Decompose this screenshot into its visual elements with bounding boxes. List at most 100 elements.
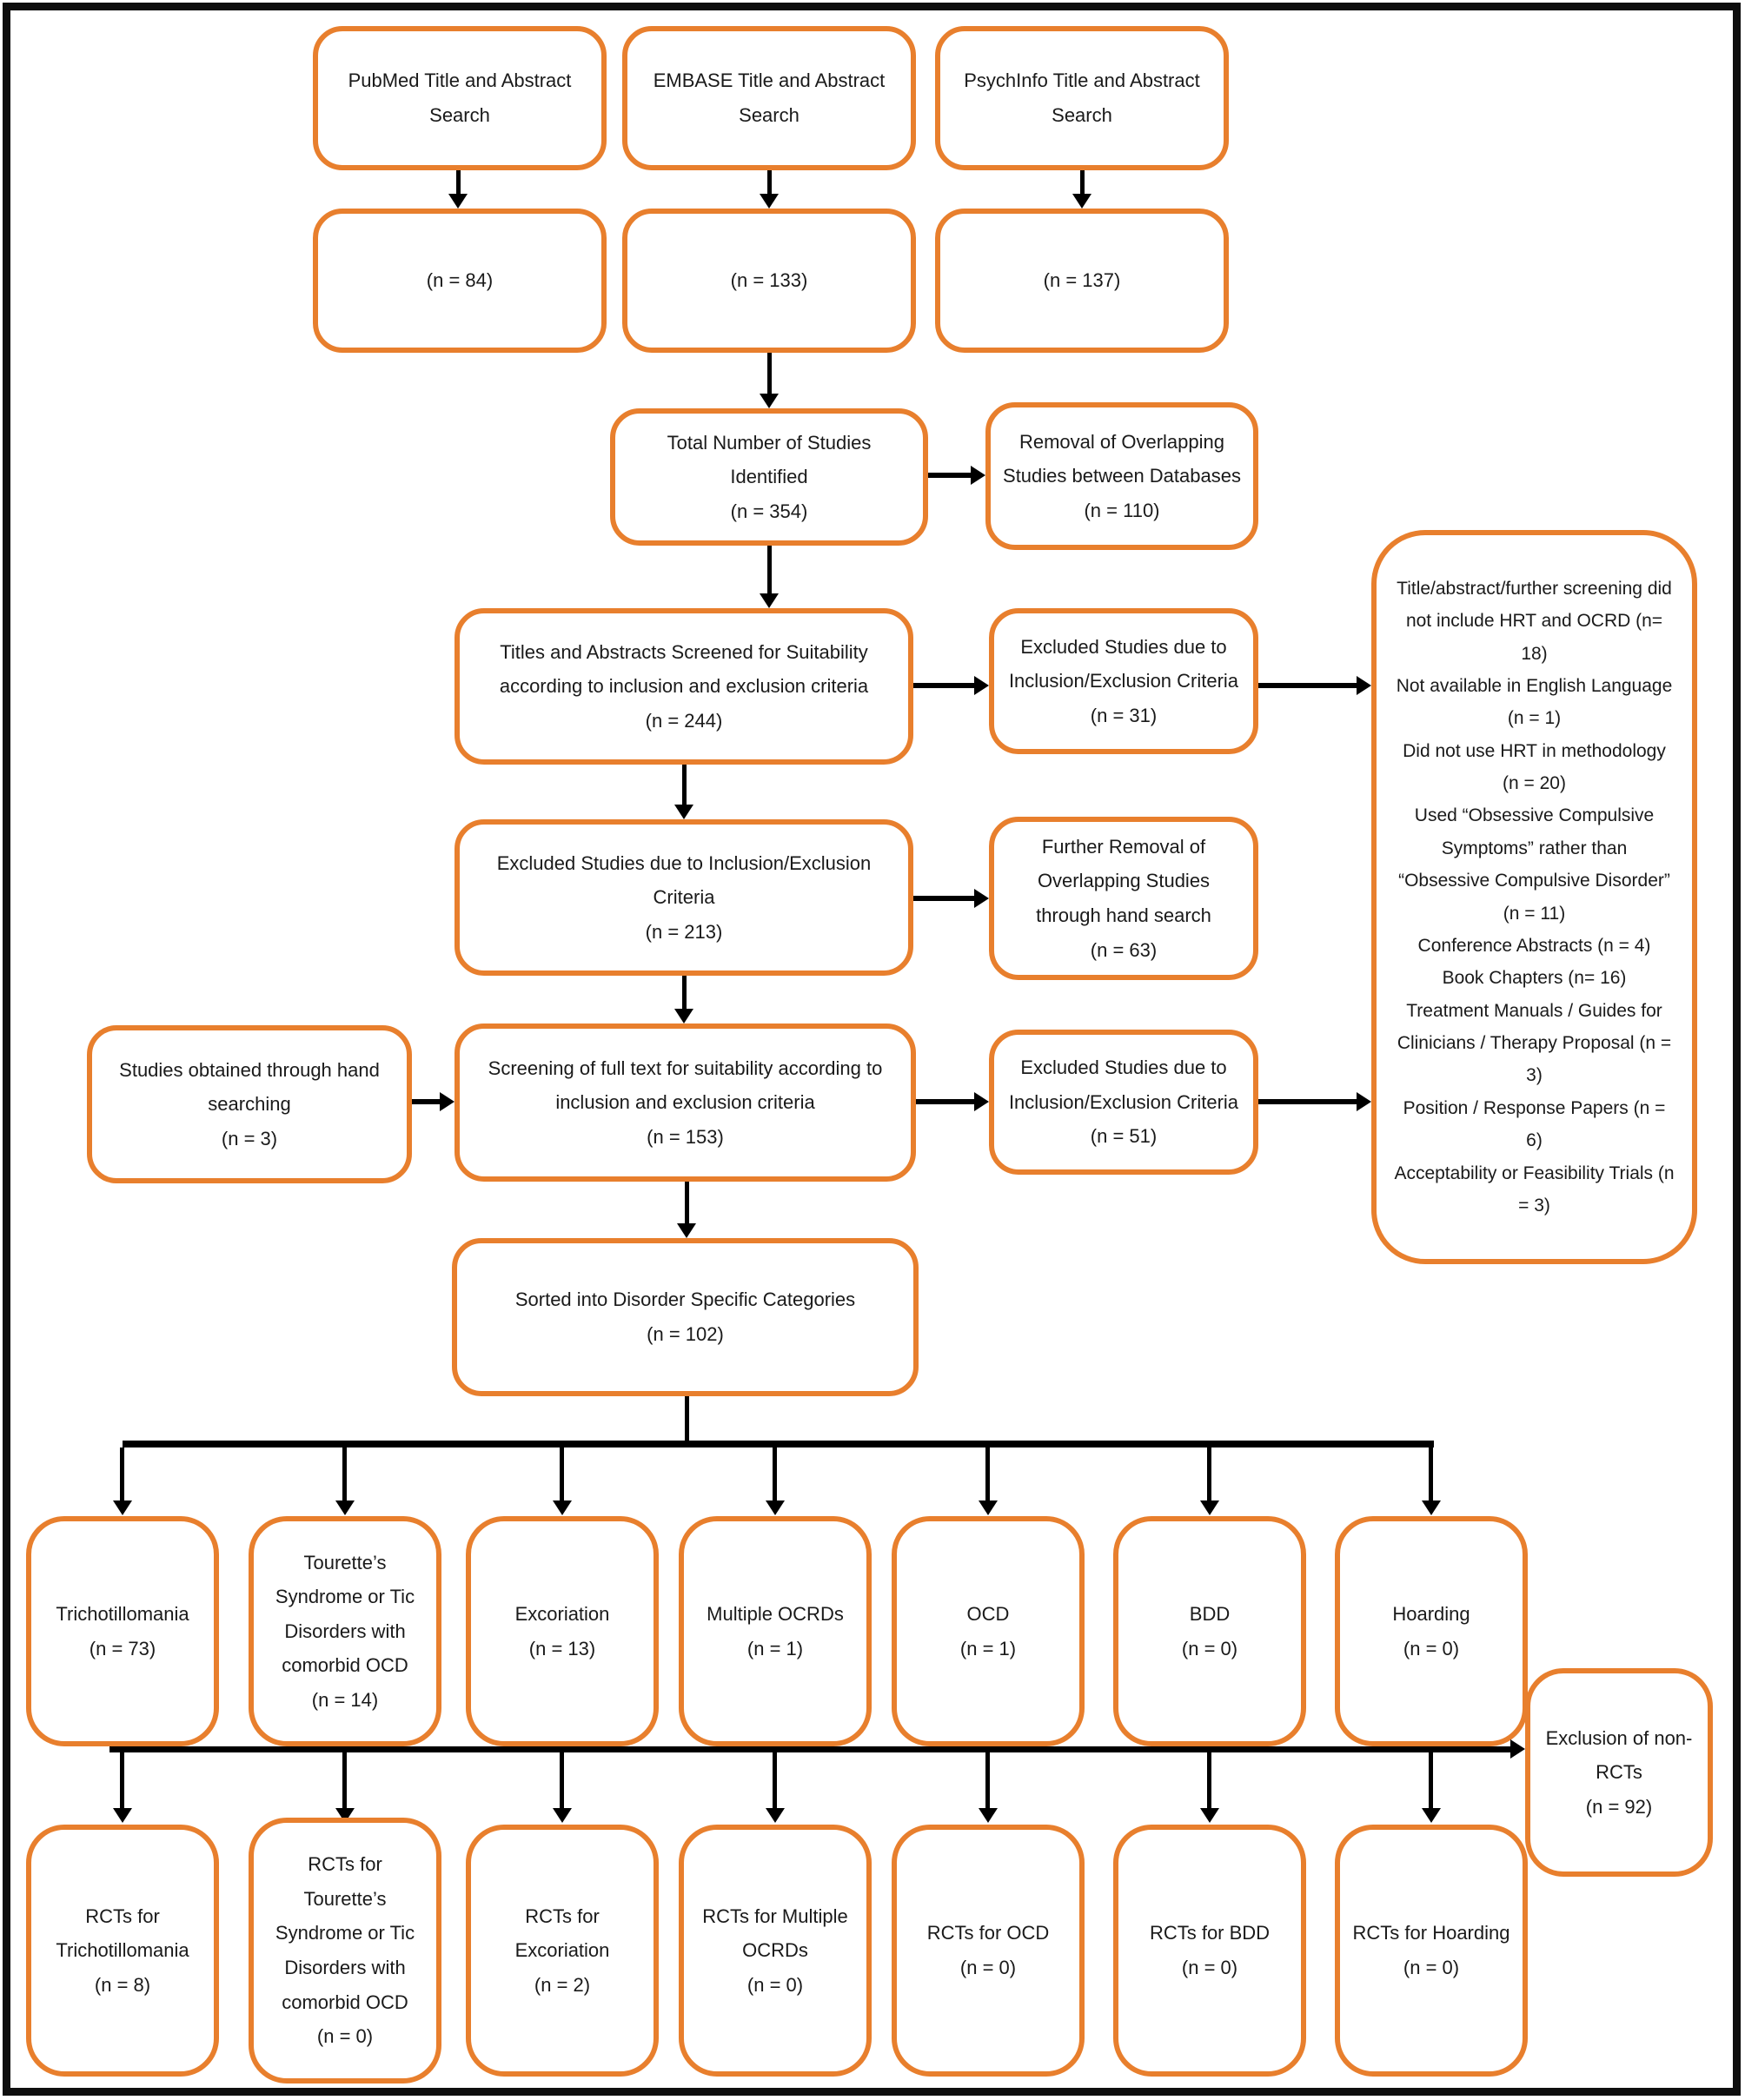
node-label: BDD: [1189, 1602, 1231, 1625]
node-count: (n = 1): [959, 1637, 1017, 1659]
node-embase-count: (n = 133): [622, 209, 916, 353]
node-label: RCTs for Multiple OCRDs: [702, 1905, 848, 1962]
node-category-bdd: BDD (n = 0): [1113, 1516, 1306, 1746]
node-label: Removal of Overlapping Studies between D…: [1003, 430, 1241, 487]
connector-sorted-stub: [685, 1396, 689, 1444]
arrowhead-right-icon: [971, 466, 985, 485]
node-count: (n = 92): [1585, 1795, 1653, 1818]
arrowhead-down-icon: [979, 1500, 998, 1515]
arrow-total-to-title-screen: [767, 546, 772, 594]
arrow-to-rct-ocd: [985, 1752, 990, 1809]
arrowhead-down-icon: [677, 1223, 696, 1238]
node-label: Excluded Studies due to Inclusion/Exclus…: [496, 851, 872, 909]
node-label: Total Number of Studies Identified: [667, 431, 872, 488]
node-count: (n = 153): [647, 1125, 724, 1148]
node-count: (n = 0): [1403, 1637, 1460, 1659]
exclusion-reason: Acceptability or Feasibility Trials (n =…: [1394, 1163, 1675, 1216]
node-count: (n = 2): [534, 1973, 591, 1996]
arrow-to-multiple-ocrds: [773, 1447, 777, 1501]
node-count: (n = 0): [316, 2025, 374, 2048]
arrow-to-hoarding: [1429, 1447, 1433, 1501]
connector-rcts-hline: [109, 1746, 1511, 1752]
arrow-to-rct-multiple-ocrds: [773, 1752, 777, 1809]
node-rct-ocd: RCTs for OCD (n = 0): [892, 1825, 1085, 2077]
arrowhead-down-icon: [553, 1808, 572, 1823]
arrow-total-to-overlap-removal: [928, 473, 972, 478]
node-label: (n = 133): [730, 269, 808, 292]
node-label: Further Removal of Overlapping Studies t…: [1036, 835, 1211, 926]
arrow-to-excoriation: [560, 1447, 564, 1501]
arrowhead-down-icon: [674, 1009, 693, 1024]
arrow-to-bdd: [1207, 1447, 1211, 1501]
exclusion-reason: Treatment Manuals / Guides for Clinician…: [1397, 1000, 1672, 1086]
arrowhead-down-icon: [760, 194, 779, 209]
arrow-embase-to-count: [767, 170, 772, 195]
node-count: (n = 0): [959, 1957, 1017, 1978]
node-category-excoriation: Excoriation (n = 13): [466, 1516, 659, 1746]
exclusion-reason: Book Chapters (n= 16): [1442, 968, 1627, 989]
arrowhead-down-icon: [1072, 194, 1091, 209]
arrow-to-rct-hoarding: [1429, 1752, 1433, 1809]
node-category-hoarding: Hoarding (n = 0): [1335, 1516, 1528, 1746]
arrow-excluded31-to-reasons: [1258, 683, 1357, 688]
node-category-trichotillomania: Trichotillomania (n = 73): [26, 1516, 219, 1746]
node-category-tourettes: Tourette’s Syndrome or Tic Disorders wit…: [249, 1516, 441, 1746]
arrow-to-rct-tourettes: [342, 1752, 347, 1809]
arrowhead-down-icon: [1200, 1808, 1219, 1823]
node-psychinfo-search: PsychInfo Title and Abstract Search: [935, 26, 1229, 170]
exclusion-reason: Title/abstract/further screening did not…: [1397, 578, 1672, 664]
arrow-psychinfo-to-count: [1080, 170, 1085, 195]
arrowhead-down-icon: [1200, 1500, 1219, 1515]
arrowhead-down-icon: [448, 194, 468, 209]
node-pubmed-count: (n = 84): [313, 209, 607, 353]
node-label: Hoarding: [1392, 1602, 1470, 1625]
arrow-fulltext-to-sorted: [685, 1182, 689, 1224]
node-count: (n = 0): [1181, 1637, 1238, 1659]
node-label: Excluded Studies due to Inclusion/Exclus…: [1008, 1057, 1239, 1113]
node-label: OCD: [966, 1602, 1010, 1625]
node-count: (n = 3): [221, 1127, 278, 1149]
node-total-identified: Total Number of Studies Identified (n = …: [610, 408, 928, 546]
connector-categories-hline: [123, 1441, 1434, 1447]
node-label: EMBASE Title and Abstract Search: [653, 70, 886, 126]
node-exclusion-reasons: Title/abstract/further screening did not…: [1371, 530, 1697, 1264]
node-count: (n = 8): [94, 1973, 151, 1996]
arrowhead-right-icon: [974, 889, 989, 908]
node-excluded-213: Excluded Studies due to Inclusion/Exclus…: [454, 819, 913, 976]
node-count: (n = 13): [528, 1637, 596, 1659]
node-overlap-removal: Removal of Overlapping Studies between D…: [985, 402, 1258, 550]
exclusion-reason: Position / Response Papers (n = 6): [1403, 1097, 1666, 1151]
exclusion-reason: Not available in English Language (n = 1…: [1396, 675, 1673, 729]
arrowhead-right-icon: [974, 676, 989, 695]
arrowhead-down-icon: [979, 1808, 998, 1823]
node-count: (n = 51): [1090, 1125, 1158, 1148]
arrow-hand-search-to-fulltext: [412, 1099, 441, 1104]
arrow-excluded213-to-fulltext: [682, 976, 687, 1010]
arrow-excluded213-to-further-removal: [913, 896, 975, 901]
node-label: (n = 137): [1043, 269, 1121, 292]
node-count: (n = 110): [1084, 499, 1160, 521]
node-label: Trichotillomania: [56, 1602, 189, 1625]
arrow-to-rct-trichotillomania: [120, 1752, 124, 1809]
exclusion-reason: Conference Abstracts (n = 4): [1417, 935, 1651, 956]
arrowhead-down-icon: [766, 1808, 785, 1823]
arrowhead-down-icon: [113, 1808, 132, 1823]
node-rct-excoriation: RCTs for Excoriation (n = 2): [466, 1825, 659, 2077]
arrow-counts-to-total: [767, 353, 772, 394]
arrowhead-down-icon: [335, 1500, 355, 1515]
node-count: (n = 102): [647, 1323, 724, 1345]
exclusion-reason: Did not use HRT in methodology (n = 20): [1403, 740, 1666, 793]
arrow-to-rct-excoriation: [560, 1752, 564, 1809]
node-rct-bdd: RCTs for BDD (n = 0): [1113, 1825, 1306, 2077]
arrowhead-right-icon: [974, 1092, 989, 1111]
node-rct-hoarding: RCTs for Hoarding (n = 0): [1335, 1825, 1528, 2077]
exclusion-reason: Used “Obsessive Compulsive Symptoms” rat…: [1398, 805, 1670, 924]
node-hand-search: Studies obtained through hand searching …: [87, 1025, 412, 1183]
node-count: (n = 1): [746, 1637, 804, 1659]
node-label: RCTs for BDD: [1149, 1922, 1271, 1944]
node-count: (n = 73): [89, 1637, 156, 1659]
arrow-to-rct-bdd: [1207, 1752, 1211, 1809]
node-label: RCTs for Excoriation: [514, 1905, 610, 1962]
node-label: (n = 84): [426, 269, 494, 292]
node-count: (n = 63): [1090, 938, 1158, 961]
